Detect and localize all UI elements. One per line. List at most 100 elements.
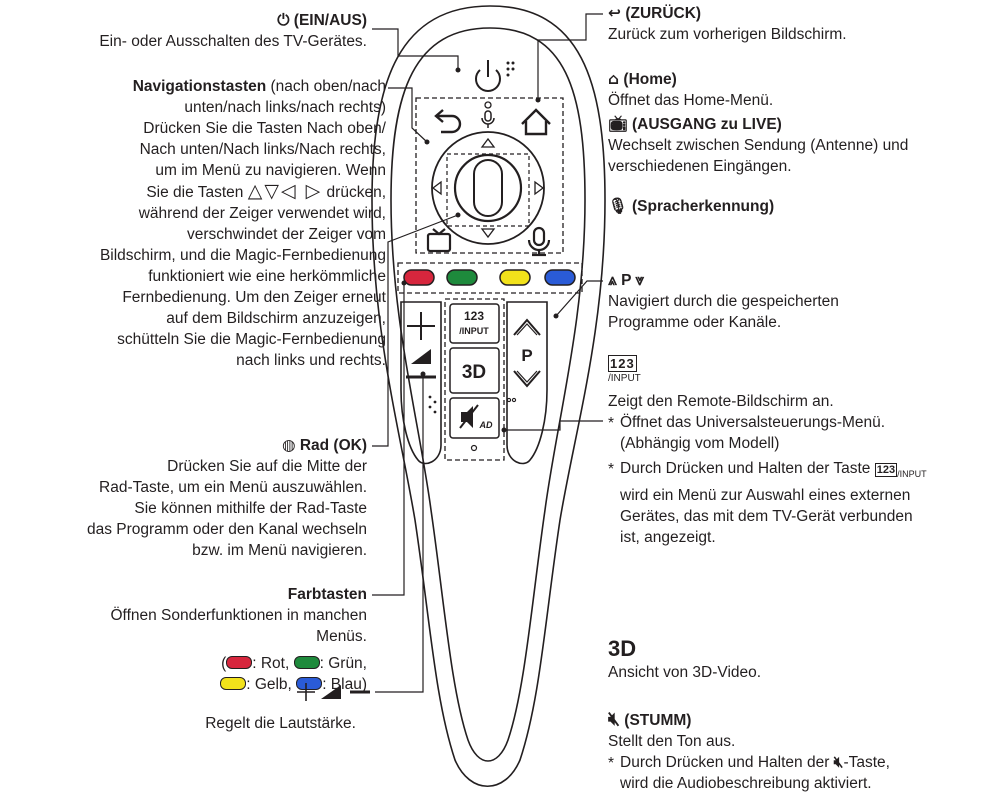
input-label: /INPUT: [608, 373, 641, 384]
wheel-description: ◍ Rad (OK) Drücken Sie auf die Mitte der…: [0, 435, 367, 561]
input-button: [449, 303, 500, 344]
mic-small-icon: [481, 110, 495, 128]
three-d-text: Ansicht von 3D-Video.: [608, 664, 762, 681]
wheel-line-4: das Programm oder den Kanal wechseln: [86, 521, 367, 538]
nav-up-arrow: [480, 137, 496, 148]
wheel-ok-button: [453, 153, 523, 223]
three-d-button: [449, 347, 500, 394]
remote-outer-outline: [371, 5, 606, 787]
home-button: [521, 108, 551, 136]
volume-triangle-icon: [411, 349, 431, 364]
program-rocker: [506, 301, 548, 465]
home-icon: ⌂: [608, 70, 620, 88]
callout-lines: [372, 13, 603, 693]
three-d-description: 3D Ansicht von 3D-Video.: [608, 636, 993, 683]
power-description: ⏻ (EIN/AUS) Ein- oder Ausschalten des TV…: [0, 10, 367, 52]
wheel-line-1: Drücken Sie auf die Mitte der: [167, 458, 367, 475]
home-title: (Home): [623, 71, 677, 88]
three-d-title: 3D: [608, 636, 637, 661]
power-text: Ein- oder Ausschalten des TV-Gerätes.: [99, 33, 367, 50]
live-tv-icon: 📺︎: [608, 115, 628, 133]
remote-inner-outline: [390, 27, 586, 762]
color-buttons-description: Farbtasten Öffnen Sonderfunktionen in ma…: [0, 584, 367, 695]
back-description: ↩ (ZURÜCK) Zurück zum vorherigen Bildsch…: [608, 3, 993, 45]
green-pill-icon: [293, 656, 320, 669]
power-title: (EIN/AUS): [293, 12, 367, 29]
input-description: 123 /INPUT Zeigt den Remote-Bildschirm a…: [608, 355, 993, 548]
nav-line-4: um im Menü zu navigieren. Wenn: [155, 162, 386, 179]
program-description: ⩓ P ⩔ Navigiert durch die gespeicherten …: [608, 270, 993, 333]
mute-note-b: -Taste,: [843, 754, 890, 771]
input-note2-digits: 123: [874, 463, 898, 477]
nav-left-arrow: [431, 180, 442, 196]
nav-title: Navigationstasten: [132, 78, 267, 95]
input-note2-line3: ist, angezeigt.: [620, 529, 716, 546]
volume-text: Regelt die Lautstärke.: [205, 715, 356, 732]
home-description: ⌂ (Home) Öffnet das Home-Menü.: [608, 69, 993, 111]
program-down-button: [513, 370, 541, 388]
microphone-icon: 🎙︎: [608, 197, 628, 215]
input-note2-line2: Gerätes, das mit dem TV-Gerät verbunden: [620, 508, 913, 525]
voice-description: 🎙︎ (Spracherkennung): [608, 196, 993, 217]
color-yellow-label: : Gelb,: [246, 676, 292, 693]
program-line-1: Navigiert durch die gespeicherten: [608, 293, 839, 310]
power-button: [475, 60, 501, 92]
nav-line-9: funktioniert wie eine herkömmliche: [148, 268, 386, 285]
input-note2-label: /INPUT: [897, 469, 927, 479]
power-icon: ⏻: [277, 11, 290, 29]
live-description: 📺︎ (AUSGANG zu LIVE) Wechselt zwischen S…: [608, 114, 993, 177]
mute-icon: [459, 404, 479, 429]
color-buttons-dashed-box: [397, 262, 583, 294]
mute-button: [449, 397, 500, 439]
back-button: [434, 109, 462, 134]
volume-rocker: [400, 301, 442, 465]
color-line-1: Öffnen Sonderfunktionen in manchen: [110, 607, 367, 624]
exit-to-live-button: [426, 228, 452, 253]
home-text: Öffnet das Home-Menü.: [608, 92, 774, 109]
nav-line-1: unten/nach links/nach rechts): [184, 99, 386, 116]
program-up-button: [513, 318, 541, 336]
blue-button: [544, 269, 576, 286]
wheel-icon: ◍: [281, 436, 296, 454]
nav-line-13: nach links und rechts.: [236, 352, 386, 369]
red-pill-icon: [226, 656, 253, 669]
center-buttons-dashed-box: [444, 298, 505, 461]
wheel-title: Rad (OK): [299, 437, 367, 454]
color-line-2: Menüs.: [316, 628, 367, 645]
green-button: [446, 269, 478, 286]
mute-note-a: Durch Drücken und Halten der: [620, 754, 830, 771]
three-d-button-label: 3D: [462, 362, 486, 383]
mute-note-icon: 🔇︎: [833, 753, 844, 771]
program-p-label: P: [521, 346, 532, 365]
nav-right-arrow: [534, 180, 545, 196]
input-note1-line2: (Abhängig vom Modell): [620, 435, 780, 452]
voice-title: (Spracherkennung): [632, 198, 775, 215]
input-note2-a: Durch Drücken und Halten der Taste: [620, 460, 871, 477]
wheel-line-2: Rad-Taste, um ein Menü auszuwählen.: [99, 479, 367, 496]
input-note1-line1: Öffnet das Universalsteuerungs-Menü.: [620, 414, 886, 431]
input-button-label: /INPUT: [459, 326, 489, 336]
volume-up-button: [407, 312, 435, 340]
wheel-line-3: Sie können mithilfe der Rad-Taste: [134, 500, 367, 517]
color-green-label: : Grün,: [319, 655, 367, 672]
wheel-line-5: bzw. im Menü navigieren.: [192, 542, 367, 559]
blue-pill-icon: [296, 677, 323, 690]
top-buttons-dashed-box: [415, 97, 564, 254]
input-digits: 123: [608, 355, 637, 372]
yellow-button: [499, 269, 531, 286]
live-line-2: verschiedenen Eingängen.: [608, 158, 792, 175]
red-button: [403, 269, 435, 286]
color-open-paren: (: [221, 655, 227, 672]
back-icon: ↩: [608, 4, 621, 22]
color-title: Farbtasten: [287, 586, 367, 603]
input-button-digits: 123: [464, 309, 484, 323]
mute-ad-label: AD: [479, 420, 493, 430]
program-line-2: Programme oder Kanäle.: [608, 314, 782, 331]
nav-down-arrow: [480, 228, 496, 239]
live-line-1: Wechselt zwischen Sendung (Antenne) und: [608, 137, 909, 154]
nav-line-5b: drücken,: [326, 184, 386, 201]
mute-note-line2: wird die Audiobeschreibung aktiviert.: [620, 775, 872, 792]
input-text: Zeigt den Remote-Bildschirm an.: [608, 393, 834, 410]
nav-line-12: schütteln Sie die Magic-Fernbedienung: [117, 331, 386, 348]
